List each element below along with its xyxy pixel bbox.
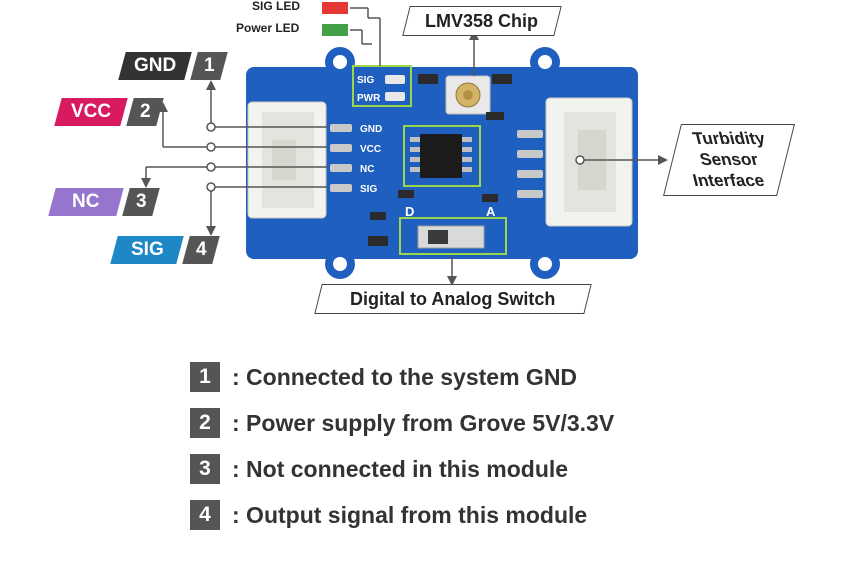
silk-d: D [405, 204, 414, 219]
led-leader-lines [350, 7, 381, 66]
pin-tag-gnd-label: GND [118, 52, 192, 80]
pin-tag-sig-label: SIG [110, 236, 184, 264]
legend-text: : Output signal from this module [232, 502, 588, 528]
interface-line-1: Turbidity [691, 129, 768, 148]
silk-sig: SIG [360, 184, 377, 195]
switch-callout: Digital to Analog Switch [314, 284, 592, 314]
module-diagram: GND VCC NC SIG SIG PWR [48, 0, 795, 314]
silk-vcc: VCC [360, 144, 381, 155]
smd-components [368, 74, 512, 246]
sig-led-swatch [322, 2, 348, 14]
sensor-connector [545, 97, 633, 227]
status-leds: SIG PWR [352, 65, 412, 107]
pin-tag-nc-label: NC [48, 188, 124, 216]
interface-line-2: Sensor [697, 150, 761, 169]
legend-number: 2 [190, 408, 220, 438]
silk-a: A [486, 204, 496, 219]
silk-pwr-led: PWR [357, 93, 381, 104]
legend-text: : Power supply from Grove 5V/3.3V [232, 410, 615, 436]
silk-sig-led: SIG [357, 75, 374, 86]
legend-number: 1 [190, 362, 220, 392]
connector-pads [330, 124, 543, 198]
chip-callout: LMV358 Chip [402, 6, 562, 36]
pin-tag-vcc-label: VCC [54, 98, 128, 126]
power-led-swatch [322, 24, 348, 36]
sig-led-label: SIG LED [252, 0, 301, 13]
power-led-label: Power LED [236, 21, 300, 35]
legend-text: : Not connected in this module [232, 456, 569, 482]
switch-callout-label: Digital to Analog Switch [350, 289, 556, 309]
potentiometer [445, 75, 491, 115]
legend-number: 3 [190, 454, 220, 484]
pin-leader-lines [145, 88, 328, 228]
legend-number: 4 [190, 500, 220, 530]
pin-junctions [206, 122, 216, 192]
lmv358-chip [403, 125, 481, 187]
legend-text: : Connected to the system GND [232, 364, 578, 390]
interface-callout: Turbidity Sensor Interface [663, 124, 795, 196]
silk-nc: NC [360, 164, 374, 175]
board-illustration: GND VCC NC SIG SIG PWR [141, 2, 668, 286]
grove-connector [247, 101, 327, 219]
interface-line-3: Interface [691, 171, 767, 190]
da-switch: D A [399, 204, 507, 255]
interface-callout-label: Turbidity Sensor Interface [691, 128, 767, 191]
silk-gnd: GND [360, 124, 382, 135]
chip-callout-label: LMV358 Chip [425, 11, 539, 31]
